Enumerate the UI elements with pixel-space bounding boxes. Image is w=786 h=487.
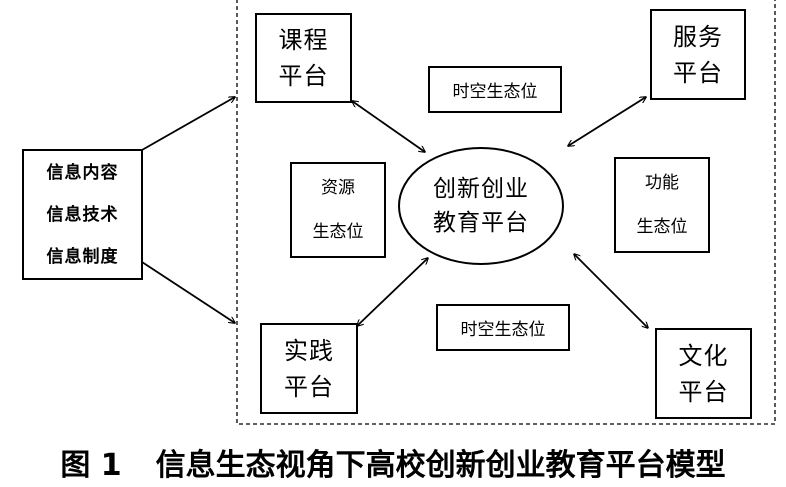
ecosystem-boundary bbox=[236, 0, 776, 425]
service-platform-box: 服务 平台 bbox=[650, 9, 746, 100]
information-source-box: 信息内容 信息技术 信息制度 bbox=[22, 149, 143, 280]
function-niche-line-1: 功能 bbox=[645, 173, 679, 193]
practice-platform-box: 实践 平台 bbox=[260, 323, 358, 414]
space-time-niche-top: 时空生态位 bbox=[428, 66, 562, 113]
core-line-2: 教育平台 bbox=[433, 210, 529, 236]
course-platform-box: 课程 平台 bbox=[255, 13, 352, 103]
culture-platform-box: 文化 平台 bbox=[655, 328, 752, 419]
culture-platform-line-1: 文化 bbox=[678, 341, 729, 370]
culture-platform-line-2: 平台 bbox=[678, 377, 729, 406]
core-ellipse bbox=[398, 147, 564, 265]
function-niche-box: 功能 生态位 bbox=[614, 157, 710, 253]
arrow-core-culture bbox=[574, 254, 648, 328]
practice-platform-line-1: 实践 bbox=[284, 336, 334, 365]
function-niche-line-2: 生态位 bbox=[636, 217, 688, 237]
core-platform-label: 创新创业 教育平台 bbox=[400, 148, 562, 264]
space-time-niche-bottom-label: 时空生态位 bbox=[460, 320, 546, 340]
practice-platform-line-2: 平台 bbox=[284, 372, 334, 401]
arrow-core-course bbox=[352, 101, 425, 152]
resource-niche-line-1: 资源 bbox=[321, 178, 355, 198]
core-line-1: 创新创业 bbox=[433, 176, 529, 202]
figure-number: 图 1 bbox=[60, 448, 122, 483]
space-time-niche-top-label: 时空生态位 bbox=[452, 82, 538, 102]
source-arrow-upper bbox=[141, 97, 235, 151]
course-platform-line-1: 课程 bbox=[278, 26, 329, 54]
service-platform-line-1: 服务 bbox=[673, 22, 723, 51]
figure-caption: 图 1 信息生态视角下高校创新创业教育平台模型 bbox=[0, 440, 786, 484]
source-arrow-lower bbox=[141, 261, 235, 323]
arrow-core-service bbox=[568, 97, 646, 146]
service-platform-line-2: 平台 bbox=[673, 58, 723, 87]
arrow-core-practice bbox=[357, 258, 428, 326]
figure-title: 信息生态视角下高校创新创业教育平台模型 bbox=[155, 448, 726, 483]
source-info-system: 信息制度 bbox=[46, 246, 119, 267]
resource-niche-box: 资源 生态位 bbox=[290, 162, 386, 258]
course-platform-line-2: 平台 bbox=[278, 62, 329, 90]
source-info-content: 信息内容 bbox=[46, 162, 119, 183]
source-info-technology: 信息技术 bbox=[46, 204, 119, 225]
space-time-niche-bottom: 时空生态位 bbox=[436, 304, 570, 351]
resource-niche-line-2: 生态位 bbox=[312, 222, 364, 242]
